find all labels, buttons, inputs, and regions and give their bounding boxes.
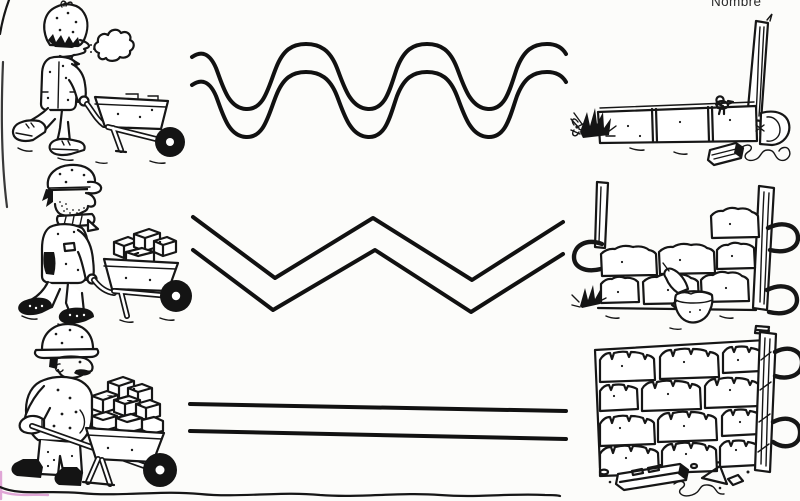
bird-icon xyxy=(714,95,735,116)
whistle-cloud-icon xyxy=(93,28,135,62)
wall-clamp-left xyxy=(571,239,605,273)
rubble xyxy=(598,462,750,497)
wall-clamp-right-top xyxy=(765,222,800,254)
grass-tuft xyxy=(570,108,617,138)
grass-tuft xyxy=(571,285,607,308)
mortar-bucket xyxy=(662,262,714,324)
wheelbarrow-empty xyxy=(84,93,185,157)
wheelbarrow-loaded xyxy=(29,375,177,487)
wall-stage3-illustration xyxy=(593,330,800,497)
wall-clamp-bottom xyxy=(770,416,800,449)
mustache xyxy=(74,369,91,376)
trace-path-zigzag xyxy=(191,215,565,314)
wall-stage1-illustration xyxy=(570,13,791,167)
wheelbarrow-with-bricks xyxy=(91,227,192,319)
wooden-post-right xyxy=(753,330,778,474)
wheel xyxy=(160,280,192,312)
wheel xyxy=(143,453,177,487)
wall-clamp-right-bottom xyxy=(764,284,800,316)
wheel xyxy=(155,127,185,157)
builder-2 xyxy=(18,163,103,324)
brick-specks xyxy=(616,222,734,294)
wooden-post xyxy=(745,13,773,123)
name-label: Nombre xyxy=(711,0,762,9)
trace-path-straight xyxy=(188,402,568,441)
bow-knot-icon xyxy=(571,118,586,137)
stubble-beard xyxy=(59,201,85,214)
ground-line xyxy=(0,470,562,501)
boots xyxy=(11,459,83,486)
boots xyxy=(18,297,94,324)
brick-pile xyxy=(90,375,165,436)
trace-path-wave xyxy=(190,42,568,140)
brick-debris xyxy=(706,141,745,167)
wooden-post-left xyxy=(593,180,610,250)
builder-3 xyxy=(11,322,100,486)
builder-row1-illustration xyxy=(11,0,185,165)
builder-1 xyxy=(11,0,135,157)
wall-clamp-top xyxy=(772,346,800,380)
brick-specks xyxy=(612,358,742,460)
builder-row3-illustration xyxy=(11,322,177,487)
builder-row2-illustration xyxy=(18,163,192,327)
wall-stage2-illustration xyxy=(571,180,800,336)
